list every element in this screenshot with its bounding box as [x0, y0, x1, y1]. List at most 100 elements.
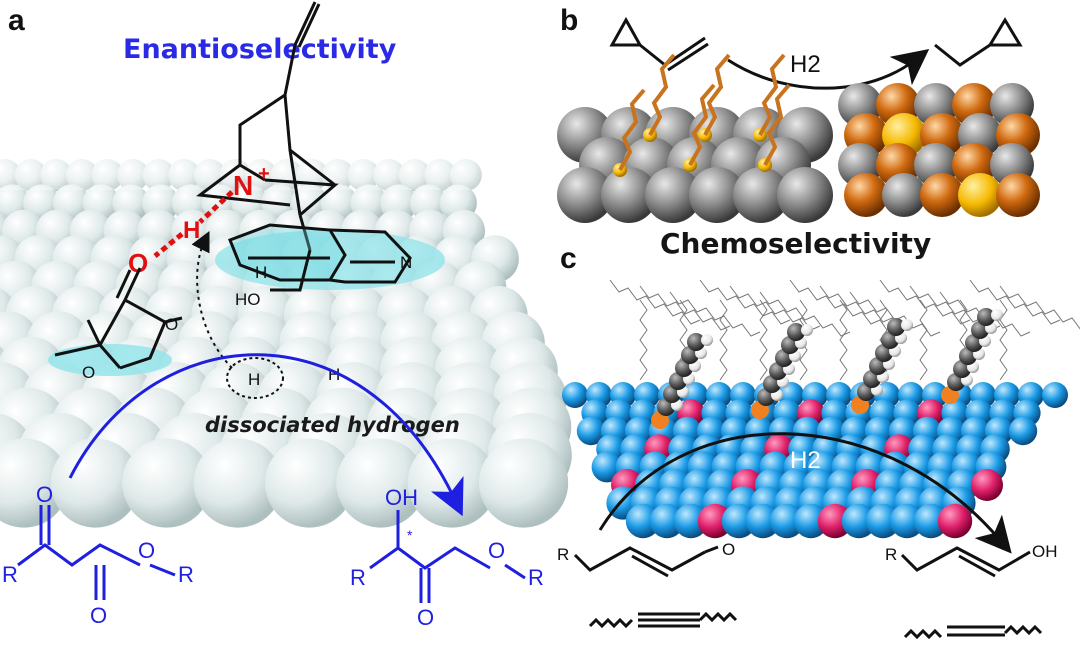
surface-fade: [0, 150, 545, 190]
quinoline-highlight: [215, 230, 445, 290]
surface-atom: [264, 438, 355, 528]
blue-atom: [745, 503, 781, 539]
carbon-atom: [887, 318, 905, 336]
surface-atom: [336, 438, 426, 528]
adsorbed-molecules: [651, 308, 1003, 429]
ligand-strand: [789, 279, 881, 325]
surface-atom: [347, 159, 380, 191]
surface-atom: [321, 159, 354, 191]
alcohol-r: R: [885, 545, 897, 564]
reactant-o-bottom: O: [90, 603, 107, 628]
o-ketone-atom: O: [165, 315, 178, 334]
h-o-bond: [153, 232, 184, 258]
hydrogen-atom: [991, 309, 1003, 321]
carbon-atom: [977, 308, 995, 326]
blue-atom: [865, 503, 901, 539]
enal-o: O: [722, 540, 735, 559]
n-plus-charge: +: [258, 163, 270, 185]
product-oh: OH: [385, 485, 418, 510]
carbon-atom: [787, 323, 805, 341]
blue-atom: [591, 451, 623, 483]
dissociated-h-circle: [226, 357, 284, 399]
triple-bond-symbol: [588, 611, 738, 629]
surface-atom: [122, 438, 212, 528]
ligand-strand: [999, 299, 1008, 381]
ho-group: HO: [235, 290, 261, 309]
enal-reactant: [573, 545, 719, 578]
pt-atom: [958, 173, 1002, 217]
ligand-strand: [759, 291, 851, 337]
surface-atom: [142, 159, 175, 191]
pt-atom: [882, 173, 926, 217]
blue-atom: [769, 503, 805, 539]
pt-atom: [601, 167, 657, 223]
pt-atom: [689, 167, 745, 223]
blue-atom: [841, 503, 877, 539]
surface-atom: [245, 159, 277, 191]
sn-pt-surface: [838, 83, 1040, 217]
surface-atom: [0, 159, 21, 191]
ligand-strand: [759, 299, 768, 381]
n-ring-atom: N: [400, 253, 412, 272]
ligand-strand: [839, 299, 848, 381]
blue-atom: [649, 503, 685, 539]
blue-atom: [625, 503, 661, 539]
blue-atom: [793, 503, 829, 539]
sn-atom: [920, 173, 964, 217]
dissociated-hydrogen-caption: dissociated hydrogen: [205, 413, 460, 437]
surface-atom: [398, 159, 431, 191]
product-r-right: R: [528, 565, 544, 590]
alcohol-oh: OH: [1032, 542, 1058, 561]
surface-atom: [50, 438, 140, 528]
ligand-strand: [639, 299, 648, 381]
ligand-strand: [669, 291, 761, 337]
ligand-strand: [719, 299, 728, 381]
blue-atom: [913, 503, 949, 539]
panel-a: a Enantioselectivity N + H: [0, 1, 572, 630]
hydrogen-atom: [701, 334, 713, 346]
thiolate-chain: [763, 83, 791, 166]
ligand-strand: [919, 299, 928, 381]
surface-atom: [117, 159, 149, 191]
epoxybutane: [934, 17, 1023, 67]
reactant-o-top: O: [36, 482, 53, 507]
n-h-bond: [198, 190, 234, 224]
ligand-strand: [999, 285, 1080, 330]
pt-atom: [645, 167, 701, 223]
thiolate-chain: [703, 53, 731, 136]
blue-atom: [721, 503, 757, 539]
sn-atom: [996, 173, 1040, 217]
surface-atom: [14, 159, 47, 191]
ketopantolactone: [54, 267, 183, 370]
blue-atom: [889, 503, 925, 539]
panel-b-h2: H2: [790, 51, 821, 78]
panel-c-letter: c: [560, 242, 577, 275]
pt-atom: [557, 167, 613, 223]
product-r-left: R: [350, 565, 366, 590]
enantioselectivity-title: Enantioselectivity: [123, 34, 397, 65]
panel-b: b H2 Chemoselectivity: [557, 4, 1040, 260]
blue-atom: [673, 503, 709, 539]
pink-atom: [817, 503, 853, 539]
panel-b-letter: b: [560, 4, 578, 37]
thiolate-pt-surface: [557, 53, 833, 223]
metal-surface: [0, 150, 572, 528]
ligand-strand: [969, 279, 1061, 325]
hydrogen-atom: [801, 324, 813, 336]
ligand-strand: [729, 285, 821, 331]
thiolate-chain: [618, 88, 646, 171]
double-bond-symbol: [903, 624, 1043, 640]
hydrogen-atom: [901, 319, 913, 331]
blue-atom: [1008, 416, 1038, 446]
dissociated-h-atom: H: [248, 370, 260, 389]
panel-c-arrow: [598, 432, 1012, 554]
enal-r: R: [557, 545, 569, 564]
surface-atom: [65, 159, 98, 191]
pink-atom: [937, 503, 973, 539]
chemoselectivity-caption: Chemoselectivity: [660, 227, 931, 260]
reactant-o-ester: O: [138, 538, 155, 563]
o-ring-atom: O: [82, 363, 95, 382]
surface-atom: [91, 159, 124, 191]
reactant-r-right: R: [178, 562, 194, 587]
